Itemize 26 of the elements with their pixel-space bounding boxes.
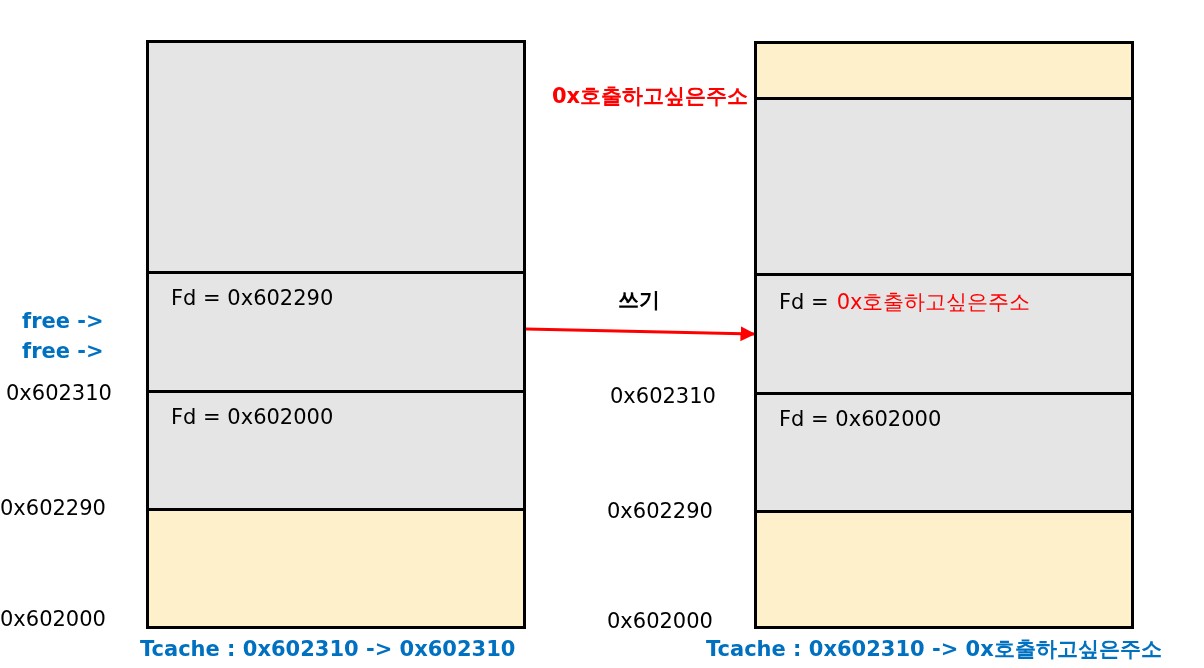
address-label: 0x602310 <box>6 382 112 406</box>
pointer-label: free -> <box>22 340 104 364</box>
memory-chunk <box>754 392 1134 513</box>
memory-region <box>754 510 1134 629</box>
tcache-list-text: Tcache : 0x602310 -> 0x602310 <box>140 638 516 662</box>
address-label: 0x602000 <box>607 610 713 634</box>
memory-region <box>754 41 1134 100</box>
memory-chunk <box>146 271 526 393</box>
memory-chunk <box>754 273 1134 395</box>
memory-region <box>146 508 526 629</box>
field-text: Fd = <box>779 290 829 314</box>
field-text: Fd = 0x602290 <box>171 286 334 310</box>
memory-region <box>754 97 1134 276</box>
field-text: Fd = 0x602000 <box>779 407 942 431</box>
arrow <box>525 326 756 342</box>
address-label: 0x602290 <box>0 497 106 521</box>
field-text: Fd = 0x602000 <box>171 405 334 429</box>
address-label: 0x602000 <box>0 608 106 632</box>
pointer-label: free -> <box>22 310 104 334</box>
address-label: 0x호출하고싶은주소 <box>552 85 749 109</box>
memory-region <box>146 40 526 274</box>
address-label: 0x602290 <box>607 500 713 524</box>
address-value: 0x호출하고싶은주소 <box>836 290 1031 314</box>
memory-chunk <box>146 390 526 511</box>
edge-label: 쓰기 <box>618 289 660 313</box>
address-label: 0x602310 <box>610 385 716 409</box>
